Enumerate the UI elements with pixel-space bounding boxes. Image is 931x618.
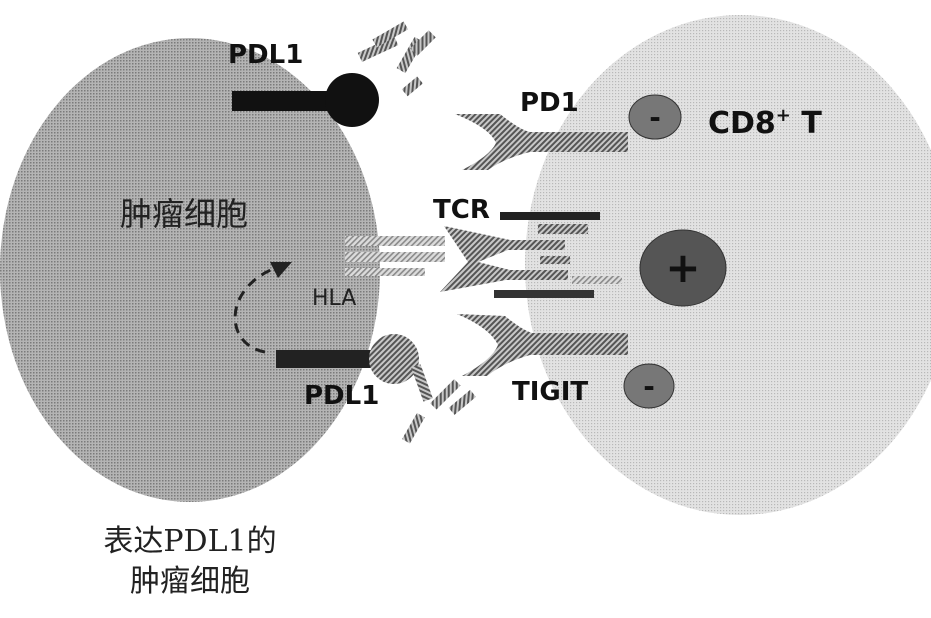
pdl1-top-molecule	[232, 73, 379, 127]
activating-signal-center	[639, 229, 727, 307]
inhibitory-signal-bottom	[623, 363, 675, 409]
label-tigit: TIGIT	[512, 377, 588, 407]
plus-sign-center: +	[665, 243, 700, 292]
tigit-receptor	[457, 314, 628, 376]
tumor-cell	[0, 38, 380, 502]
caption-line-2: 肿瘤细胞	[130, 564, 250, 599]
hla-molecule	[345, 236, 445, 276]
cd8-t-cell	[525, 15, 931, 515]
inhibitory-signal-top	[628, 94, 682, 140]
label-pdl1-top: PDL1	[228, 40, 303, 70]
tcr-complex	[440, 212, 622, 298]
figure-caption: 表达PDL1的 肿瘤细胞	[60, 522, 320, 602]
caption-line-1: 表达PDL1的	[103, 524, 277, 559]
label-tcr: TCR	[433, 195, 490, 225]
dashed-recycle-arrow	[233, 262, 292, 354]
antibody-bottom	[402, 364, 476, 444]
pd1-receptor	[455, 114, 628, 170]
antibody-top	[357, 21, 436, 97]
minus-sign-bottom: -	[643, 370, 655, 403]
label-cd8-t-cell: CD8+ T	[708, 105, 822, 141]
minus-sign-top: -	[649, 101, 661, 134]
label-tumor-cell: 肿瘤细胞	[120, 195, 248, 233]
pdl1-bottom-molecule	[276, 334, 419, 384]
label-hla: HLA	[312, 286, 356, 311]
label-pd1: PD1	[520, 88, 579, 118]
label-pdl1-bottom: PDL1	[304, 381, 379, 411]
